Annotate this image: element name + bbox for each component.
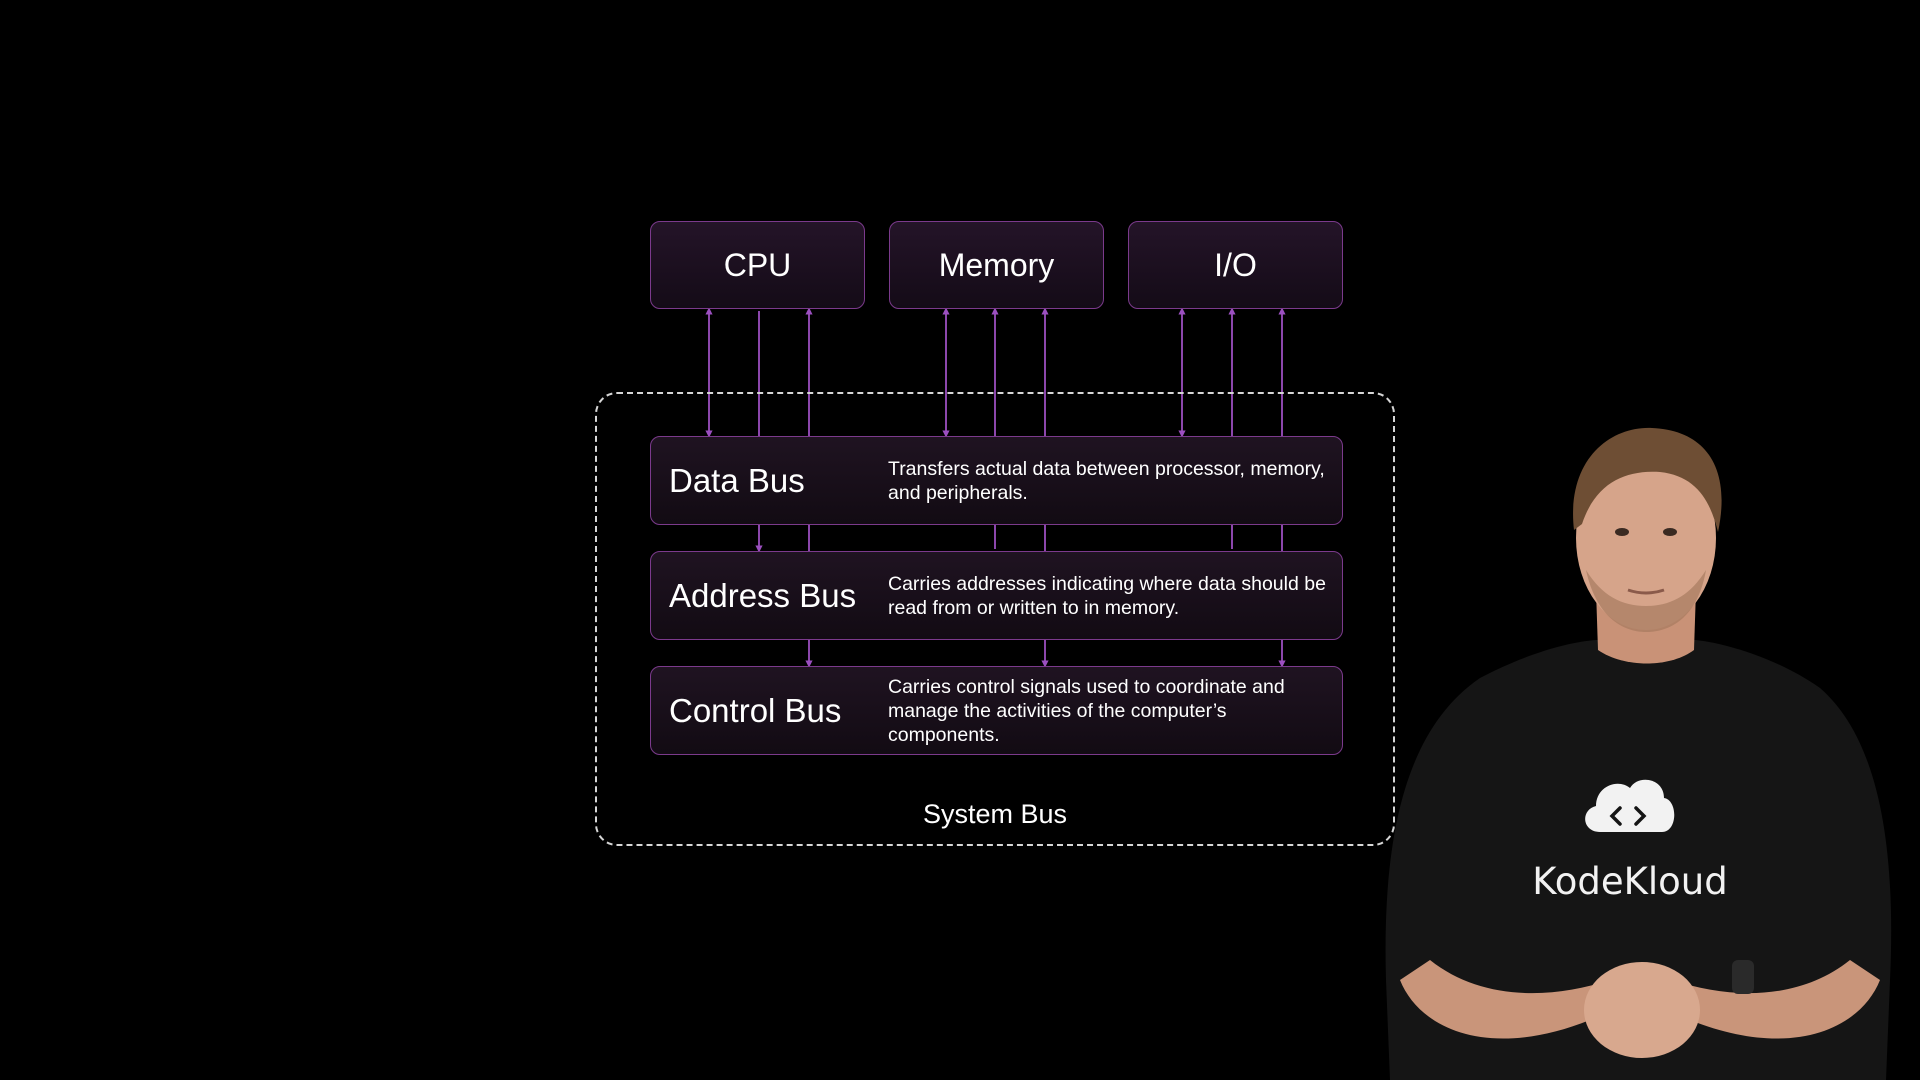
memory-box: Memory (889, 221, 1104, 309)
system-bus-container: System Bus (595, 392, 1395, 846)
kodekloud-logo (1585, 779, 1675, 832)
presenter-left-arm (1400, 960, 1610, 1039)
io-box: I/O (1128, 221, 1343, 309)
presenter-right-eye (1663, 528, 1677, 536)
address-bus-description: Carries addresses indicating where data … (888, 572, 1326, 619)
presenter-tshirt (1385, 640, 1892, 1080)
address-bus-box: Address Bus Carries addresses indicating… (650, 551, 1343, 640)
data-bus-description: Transfers actual data between processor,… (888, 457, 1325, 504)
presenter-face (1576, 446, 1716, 630)
presenter-hair (1573, 427, 1722, 532)
data-bus-label: Data Bus (669, 461, 805, 499)
shirt-brand-text: KodeKloud (1532, 860, 1727, 903)
control-bus-box: Control Bus Carries control signals used… (650, 666, 1343, 755)
presenter-video: KodeKloud (1385, 427, 1892, 1080)
data-bus-box: Data Bus Transfers actual data between p… (650, 436, 1343, 525)
system-bus-label: System Bus (922, 799, 1068, 829)
presenter-right-arm (1672, 960, 1880, 1039)
cpu-box: CPU (650, 221, 865, 309)
control-bus-label: Control Bus (669, 691, 842, 729)
control-bus-description: Carries control signals used to coordina… (888, 675, 1285, 746)
address-bus-label: Address Bus (669, 576, 857, 614)
presenter-watch (1732, 960, 1754, 994)
presenter-left-eye (1615, 528, 1629, 536)
presenter-beard (1586, 570, 1706, 632)
presenter-hands (1584, 962, 1700, 1058)
presenter-mouth (1627, 588, 1665, 595)
